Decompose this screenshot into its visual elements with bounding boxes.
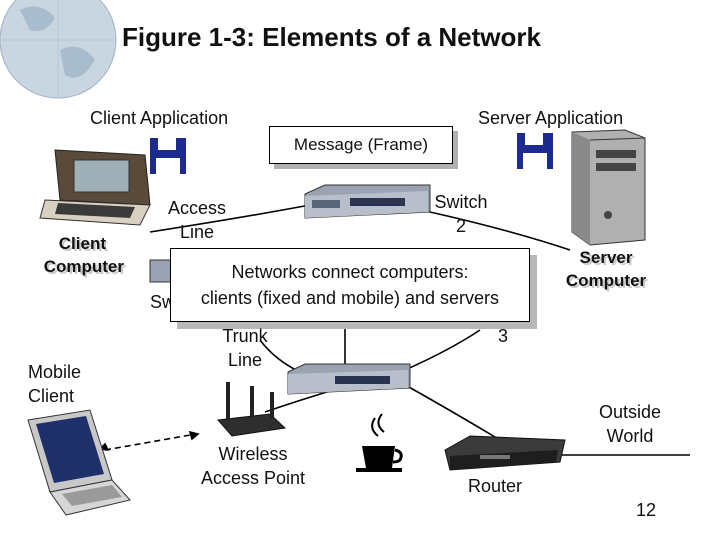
router-label: Router bbox=[468, 476, 523, 496]
switch2-label: Switch 2 bbox=[428, 190, 494, 238]
outside-world-label: Outside World bbox=[592, 400, 668, 448]
outside-world-label-line1: Outside bbox=[598, 402, 662, 422]
outside-world-label-line2: World bbox=[606, 426, 654, 446]
server-computer-label: Server Computer bbox=[556, 246, 656, 292]
switch-icon bbox=[304, 184, 431, 219]
mobile-client-label: Mobile Client bbox=[28, 360, 81, 408]
client-computer-icon bbox=[39, 149, 151, 226]
wireless-ap-label-line2: Access Point bbox=[200, 468, 306, 488]
callout-box: Networks connect computers: clients (fix… bbox=[170, 248, 530, 322]
access-line-label-line2: Line bbox=[179, 222, 215, 242]
floppy-disk-icon bbox=[517, 133, 553, 169]
message-frame-box: Message (Frame) bbox=[269, 126, 453, 164]
callout-line1: Networks connect computers: bbox=[231, 262, 469, 282]
switch-icon bbox=[530, 296, 532, 316]
trunk-line-label-line1: Trunk bbox=[222, 326, 268, 346]
switch3-label-partial: 3 bbox=[498, 326, 509, 346]
mobile-client-label-line1: Mobile bbox=[28, 362, 82, 382]
switch2-label-line1: Switch bbox=[434, 192, 488, 212]
trunk-line-label-line2: Line bbox=[227, 350, 263, 370]
client-computer-label-line2: Computer bbox=[43, 257, 124, 276]
trunk-line-label: Trunk Line bbox=[212, 324, 278, 372]
access-line-label-line1: Access bbox=[167, 198, 227, 218]
client-computer-label: Client Computer bbox=[28, 232, 124, 278]
server-application-label: Server Application bbox=[478, 108, 624, 128]
callout-line2: clients (fixed and mobile) and servers bbox=[200, 288, 500, 308]
router-icon bbox=[444, 435, 566, 471]
floppy-disk-icon bbox=[150, 138, 186, 174]
switch2-label-line2: 2 bbox=[455, 216, 466, 236]
switch-icon bbox=[287, 363, 411, 395]
mobile-client-label-line2: Client bbox=[28, 386, 75, 406]
page-title: Figure 1-3: Elements of a Network bbox=[122, 22, 541, 52]
switch1-label-partial: Sw bbox=[150, 292, 176, 312]
globe-icon bbox=[0, 0, 117, 99]
server-computer-label-line2: Computer bbox=[565, 271, 647, 290]
client-computer-label-line1: Client bbox=[58, 234, 106, 253]
wireless-ap-label-line1: Wireless bbox=[218, 444, 288, 464]
access-line-label: Access Line bbox=[162, 196, 232, 244]
wireless-ap-label: Wireless Access Point bbox=[190, 442, 316, 490]
page-number: 12 bbox=[636, 500, 657, 520]
laptop-icon bbox=[27, 409, 131, 516]
coffee-cup-icon bbox=[356, 413, 403, 472]
server-tower-icon bbox=[571, 129, 646, 246]
client-application-label: Client Application bbox=[90, 108, 229, 128]
wireless-router-icon bbox=[216, 382, 287, 437]
server-computer-label-line1: Server bbox=[579, 248, 633, 267]
